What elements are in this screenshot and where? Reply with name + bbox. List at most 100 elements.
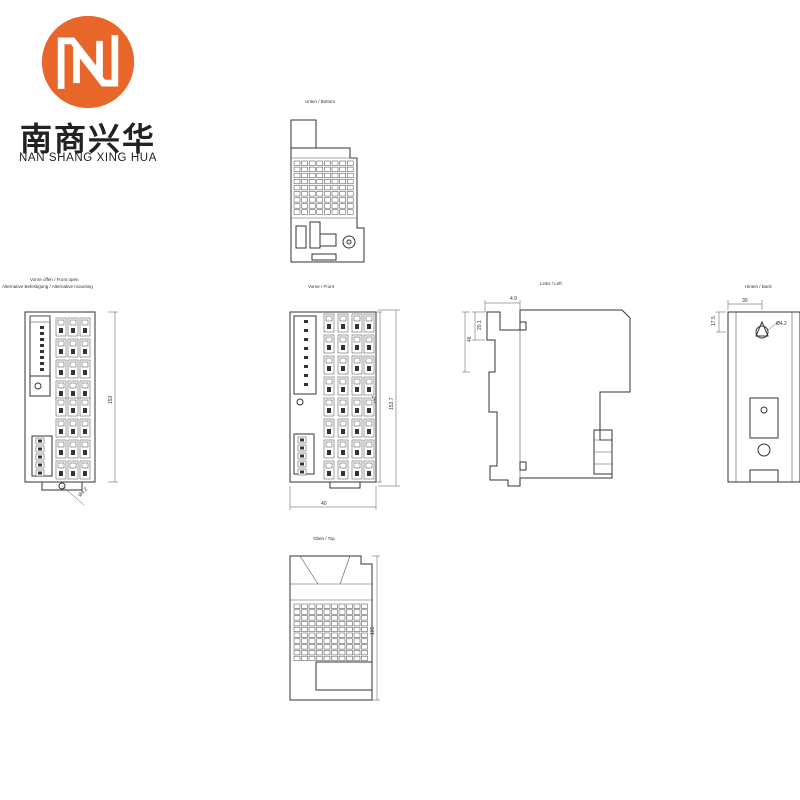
spring-terminal: [323, 439, 335, 459]
spring-terminal: [55, 418, 67, 438]
terminal-cell: [293, 191, 301, 197]
terminal-cell: [346, 179, 354, 185]
status-led: [304, 356, 308, 359]
terminal-cell: [308, 203, 316, 209]
terminal-cell: [338, 638, 346, 644]
spring-terminal: [323, 313, 335, 333]
spring-terminal: [351, 334, 363, 354]
spring-terminal: [337, 460, 349, 480]
status-led: [304, 320, 308, 323]
terminal-cell: [338, 632, 346, 638]
spring-terminal: [337, 355, 349, 375]
spring-terminal: [337, 418, 349, 438]
terminal-cell: [331, 209, 339, 215]
terminal-cell: [323, 615, 331, 621]
terminal-cell: [316, 609, 323, 615]
terminal-cell: [361, 603, 368, 609]
front-view: Vorne / Front 147 153.7 40: [289, 284, 400, 510]
left-view-dim-b: 46: [467, 336, 473, 342]
front-alt-dim-height: 153: [108, 395, 114, 404]
terminal-cell: [308, 603, 316, 609]
terminal-cell: [353, 644, 361, 650]
spring-terminal: [79, 359, 91, 379]
spring-terminal: [55, 317, 67, 337]
terminal-cell: [308, 655, 316, 661]
terminal-cell: [308, 160, 316, 166]
terminal-cell: [346, 203, 354, 209]
terminal-cell: [331, 638, 338, 644]
terminal-cell: [316, 179, 324, 185]
terminal-cell: [308, 179, 316, 185]
spring-terminal: [323, 460, 335, 480]
terminal-cell: [293, 166, 301, 172]
terminal-cell: [293, 203, 301, 209]
terminal-cell: [316, 203, 324, 209]
spring-terminal: [363, 460, 375, 480]
terminal-cell: [316, 209, 324, 215]
terminal-cell: [331, 626, 338, 632]
terminal-cell: [301, 179, 308, 185]
terminal-cell: [308, 191, 316, 197]
terminal-cell: [346, 644, 353, 650]
left-view: Links / Left 4.9 20.1 46: [462, 281, 631, 487]
terminal-cell: [301, 650, 308, 656]
terminal-cell: [324, 209, 331, 215]
terminal-cell: [301, 191, 308, 197]
spring-terminal: [351, 355, 363, 375]
io-terminal-block: [323, 313, 375, 396]
terminal-cell: [316, 615, 323, 621]
status-led: [304, 329, 308, 332]
spring-terminal: [67, 397, 79, 417]
status-led: [304, 365, 308, 368]
terminal-cell: [316, 166, 324, 172]
terminal-cell: [308, 209, 316, 215]
terminal-cell: [346, 172, 354, 178]
spring-terminal: [363, 355, 375, 375]
terminal-cell: [346, 209, 354, 215]
terminal-cell: [339, 209, 346, 215]
terminal-cell: [316, 603, 323, 609]
spring-terminal: [337, 313, 349, 333]
terminal-cell: [324, 203, 331, 209]
terminal-cell: [346, 621, 353, 627]
left-view-dim-top: 4.9: [510, 296, 517, 302]
terminal-cell: [361, 650, 368, 656]
nsxh-logo-icon: [41, 15, 135, 109]
back-view-dim-hole: Ø4.2: [776, 321, 787, 327]
terminal-cell: [339, 197, 346, 203]
status-led: [40, 338, 44, 341]
status-led: [40, 344, 44, 347]
spring-terminal: [351, 439, 363, 459]
brand-name-chinese: 南商兴华: [19, 120, 156, 158]
front-alt-view: Vorne offen / Front open Alternative Bef…: [2, 277, 118, 506]
terminal-cell: [353, 603, 361, 609]
bottom-view: Unten / Bottom: [290, 99, 365, 263]
terminal-cell: [346, 638, 353, 644]
terminal-cell: [293, 209, 301, 215]
terminal-cell: [301, 209, 308, 215]
terminal-cell: [301, 185, 308, 191]
terminal-cell: [338, 615, 346, 621]
terminal-cell: [346, 603, 353, 609]
terminal-cell: [293, 650, 301, 656]
terminal-cell: [331, 185, 339, 191]
terminal-cell: [361, 644, 368, 650]
status-led: [304, 338, 308, 341]
terminal-cell: [339, 191, 346, 197]
terminal-cell: [331, 621, 338, 627]
terminal-cell: [338, 644, 346, 650]
spring-terminal: [323, 355, 335, 375]
terminal-cell: [353, 655, 361, 661]
spring-terminal: [351, 313, 363, 333]
status-led: [304, 374, 308, 377]
terminal-cell: [346, 160, 354, 166]
spring-terminal: [323, 376, 335, 396]
terminal-cell: [308, 626, 316, 632]
spring-terminal: [67, 418, 79, 438]
spring-terminal: [55, 359, 67, 379]
terminal-cell: [361, 615, 368, 621]
spring-terminal: [363, 334, 375, 354]
status-led: [40, 326, 44, 329]
status-led: [40, 350, 44, 353]
